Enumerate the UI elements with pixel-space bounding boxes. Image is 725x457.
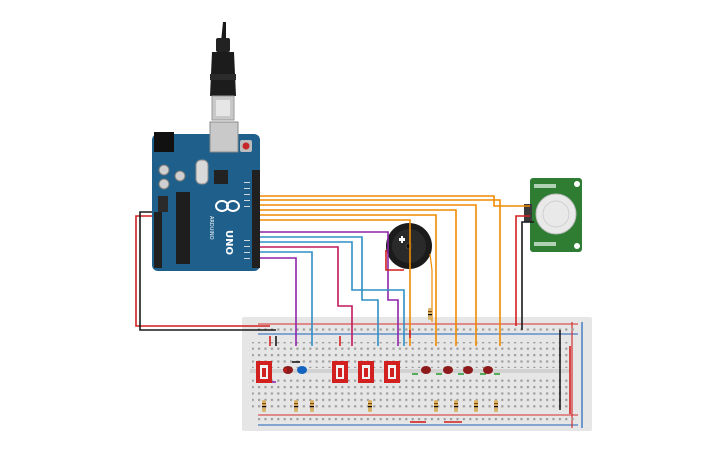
resistor-5: [434, 400, 438, 412]
board-pcb: [152, 134, 260, 271]
seven-segment-3: [358, 361, 374, 383]
wire-blue-2: [260, 241, 405, 346]
power-jack: [154, 132, 174, 152]
led-blue: [297, 366, 307, 374]
led-2: [421, 366, 431, 374]
seven-segment-2: [332, 361, 348, 383]
resistor-2: [294, 400, 298, 412]
wire-black-pir: [521, 221, 534, 330]
usb-cable: [210, 22, 236, 121]
wire-orange-1: [260, 195, 530, 207]
resistor-buzzer: [428, 308, 432, 320]
led-3: [443, 366, 453, 374]
wire-purple-2: [260, 257, 297, 346]
usb-jack: [209, 121, 239, 153]
leds: [283, 366, 493, 374]
wire-orange-5: [260, 214, 437, 346]
wire-buzzer-lead: [429, 253, 433, 322]
led-5: [483, 366, 493, 374]
resistor-3: [310, 400, 314, 412]
arduino-model-text: UNO: [223, 230, 234, 255]
resistor-1: [262, 400, 266, 412]
wire-magenta-1: [260, 246, 353, 346]
resistors: [262, 308, 498, 412]
resistor-7: [474, 400, 478, 412]
wire-blue-3: [260, 251, 313, 346]
arduino-uno-board: ARDUINO UNO: [152, 121, 260, 271]
resistor-6: [454, 400, 458, 412]
wire-blue-1: [260, 236, 379, 346]
wires: [135, 195, 571, 423]
wire-red-5v: [135, 215, 270, 327]
arduino-logo-text: ARDUINO: [208, 216, 214, 240]
wire-orange-6: [260, 219, 411, 346]
led-1: [283, 366, 293, 374]
atmega-chip: [176, 192, 190, 264]
wire-purple-1: [260, 231, 399, 346]
wire-red-pir: [515, 215, 530, 326]
wire-black-gnd: [139, 211, 276, 331]
arduino-logo: [215, 200, 240, 212]
wire-orange-3: [260, 204, 477, 346]
power-header: [154, 212, 162, 268]
wire-orange-2: [260, 199, 501, 346]
wire-orange-4: [260, 209, 457, 346]
resistor-8: [494, 400, 498, 412]
piezo-buzzer: [386, 223, 432, 269]
wire-red-buzzer: [385, 250, 404, 271]
pir-motion-sensor: [524, 178, 582, 252]
seven-segment-displays: [256, 361, 400, 383]
led-4: [463, 366, 473, 374]
pir-dome: [535, 193, 577, 235]
digital-header: [252, 170, 260, 268]
resistor-4: [368, 400, 372, 412]
seven-segment-1: [256, 361, 272, 383]
seven-segment-4: [384, 361, 400, 383]
